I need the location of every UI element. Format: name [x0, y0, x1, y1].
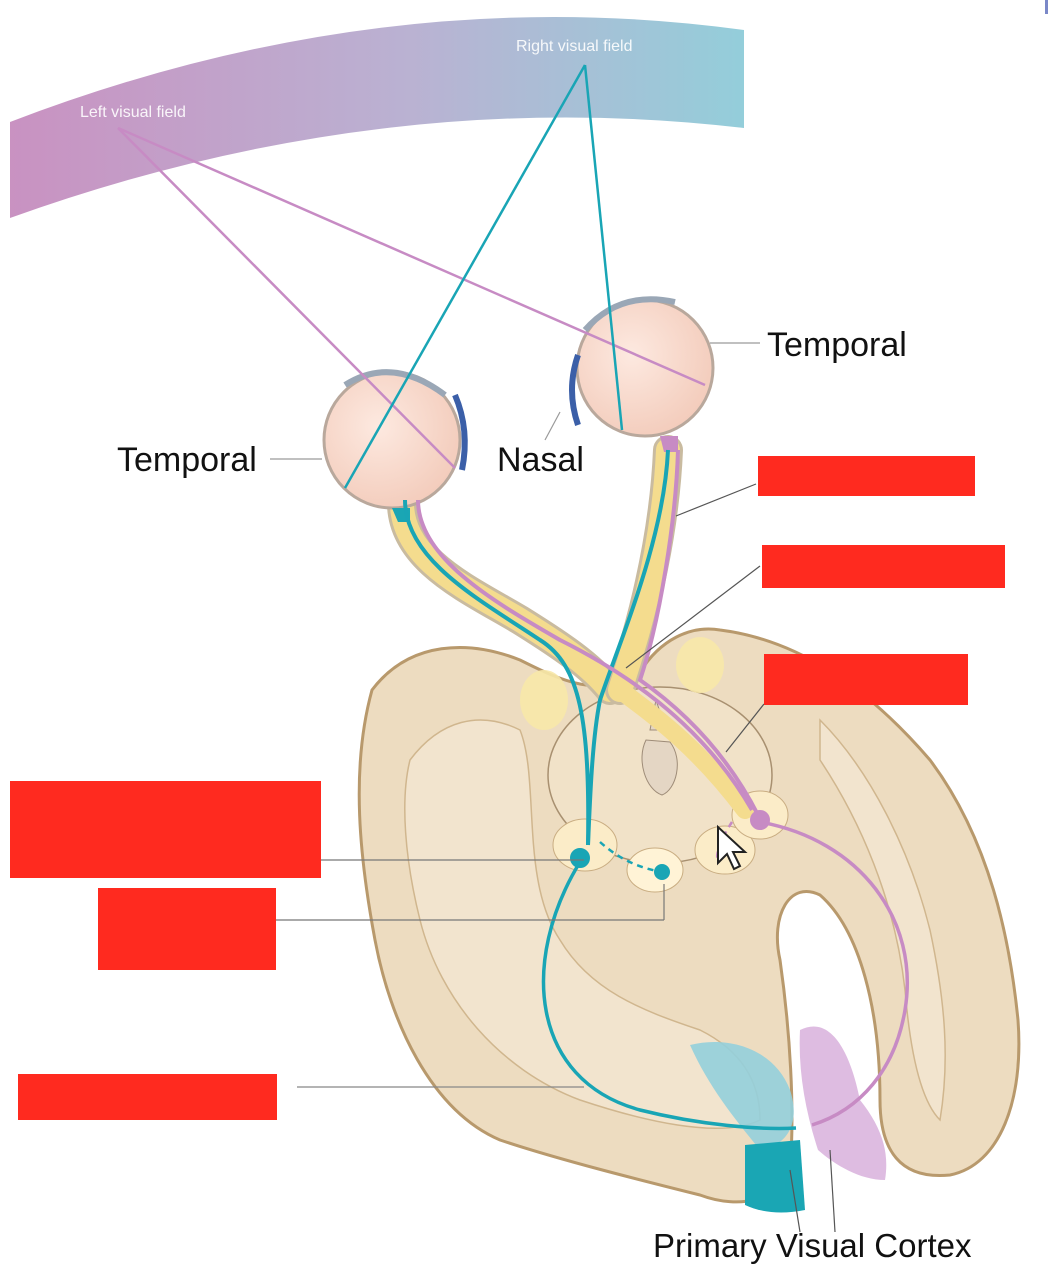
left-visual-field-label: Left visual field: [80, 104, 186, 121]
visual-field-arc: [10, 16, 744, 218]
hidden-label-box-superior-colliculus: [98, 888, 276, 970]
hidden-label-box-optic-chiasm: [762, 545, 1005, 588]
brain-section: [357, 627, 1021, 1213]
right-eye: [569, 296, 715, 452]
right-temporal-label: Temporal: [767, 326, 907, 364]
right-visual-field-label: Right visual field: [516, 38, 633, 55]
hidden-label-box-optic-radiation: [18, 1074, 277, 1120]
scroll-edge-indicator: [1045, 0, 1048, 14]
mouse-cursor-icon: [717, 824, 748, 871]
right-field-pathway: [403, 449, 797, 1131]
left-eye: [322, 369, 468, 522]
nasal-label: Nasal: [497, 441, 584, 479]
left-temporal-label: Temporal: [117, 441, 257, 479]
light-rays: [117, 64, 706, 489]
leader-lines: [270, 342, 836, 1233]
hidden-label-box-lateral-geniculate: [10, 781, 321, 878]
primary-visual-cortex-label: Primary Visual Cortex: [653, 1227, 972, 1264]
hidden-label-box-optic-tract: [764, 654, 968, 705]
hidden-label-box-optic-nerve: [758, 456, 975, 496]
